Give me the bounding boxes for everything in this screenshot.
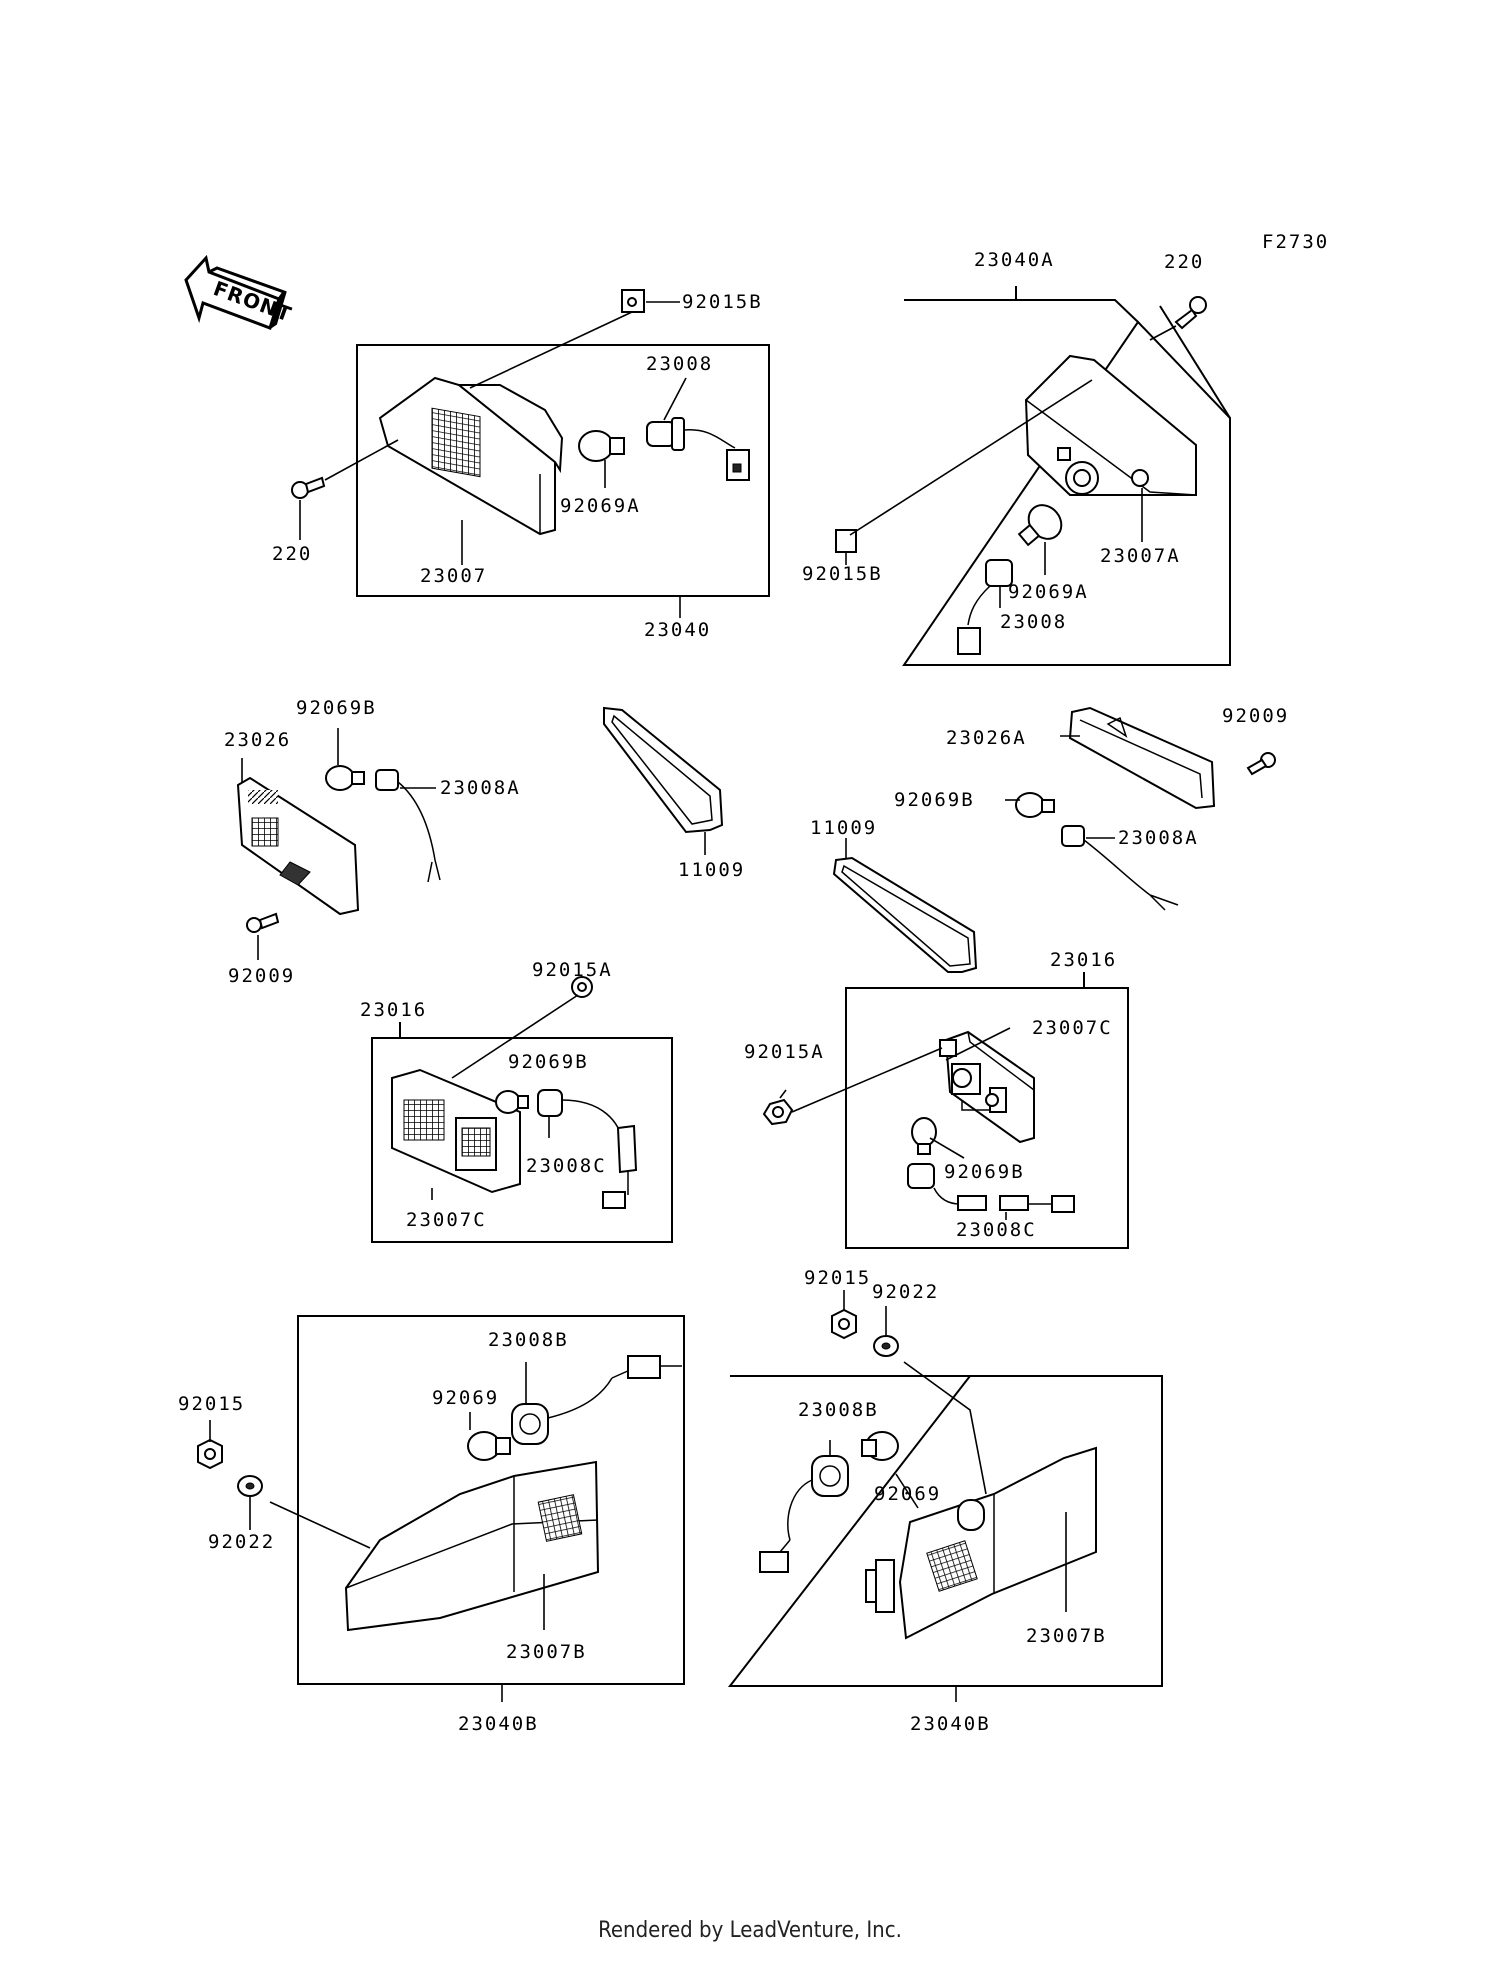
washer-92022-right [873,1335,899,1357]
screw-92009-right [1246,752,1276,776]
callout: 23007C [406,1209,487,1231]
socket-23008b-left [511,1355,682,1445]
callout: 92015 [804,1267,871,1289]
callout: 23040A [974,249,1055,271]
front-arrow-icon: FRONT [184,254,295,330]
group-box [356,344,770,597]
socket-23008c-left [537,1089,638,1209]
assembly-23040 [291,289,770,618]
group-box [371,1037,673,1243]
socket-23008a-left [375,769,441,883]
bulb-92069a [578,430,625,462]
callout: 220 [272,543,312,565]
callout: 23008B [488,1329,569,1351]
callout: 23007A [1100,545,1181,567]
callout: 23040 [644,619,711,641]
assembly-23016-left [371,976,673,1243]
callout: 92069 [874,1483,941,1505]
callout: 23008B [798,1399,879,1421]
clip-92015b [621,289,645,313]
bulb-92069-right [861,1431,899,1461]
callout: 23008 [646,353,713,375]
callout: 23007 [420,565,487,587]
bulb-92069b-right [1015,792,1055,818]
callout: 92069B [894,789,975,811]
group-box [845,987,1129,1249]
lamp-housing-23007b-right [898,1446,1097,1640]
callout: 92015A [744,1041,825,1063]
callout: 92009 [228,965,295,987]
nut-92015-right [831,1308,857,1340]
assembly-23040b-left [197,1315,685,1702]
callout: 23016 [360,999,427,1021]
assembly-23040b-right [727,1290,1163,1702]
screw-220-right [1174,296,1207,330]
figure-code: F2730 [1262,231,1329,253]
callout: 23026A [946,727,1027,749]
socket-23008a-right [1061,825,1179,911]
callout: 92015 [178,1393,245,1415]
nut-92015-left [197,1438,223,1470]
callout: 92069B [508,1051,589,1073]
callout: 23016 [1050,949,1117,971]
bulb-92069b-left [325,765,365,791]
gasket-11009-center [603,706,724,855]
callout: 92015A [532,959,613,981]
group-box [297,1315,685,1685]
reflector-23026 [236,728,441,960]
socket-23008c-right [907,1163,1075,1213]
callout: 23008A [1118,827,1199,849]
footer-credit: Rendered by LeadVenture, Inc. [598,1918,902,1943]
reflector-23026a [1005,706,1276,911]
callout: 11009 [678,859,745,881]
nut-92015a-left [571,976,593,998]
nut-92015a-right [762,1098,794,1126]
lamp-housing-23007a [1024,354,1197,496]
washer-92022-left [237,1475,263,1497]
callout: 23008 [1000,611,1067,633]
callout: 23008C [956,1219,1037,1241]
callout: 92069B [296,697,377,719]
socket-23008 [646,417,750,481]
callout: 23026 [224,729,291,751]
callout: 92069B [944,1161,1025,1183]
bulb-92069-left [467,1431,511,1461]
assembly-23016-right [762,972,1129,1249]
assembly-23040a [835,286,1231,666]
callout: 92022 [872,1281,939,1303]
bulb-92069b-mid [495,1090,529,1114]
callout: 23040B [458,1713,539,1735]
socket-23008-right [957,559,1013,655]
callout: 92009 [1222,705,1289,727]
callout: 92015B [682,291,763,313]
lamp-housing-23007b [344,1460,600,1632]
callout: 23008A [440,777,521,799]
bulb-92069b-right-lower [911,1117,937,1155]
bulb-92069a-right [1017,504,1063,547]
callout-labels: 92015B 23008 92069A 220 23007 23040 2304… [178,249,1289,1735]
group-box [902,299,1231,666]
callout: 92015B [802,563,883,585]
callout: 220 [1164,251,1204,273]
group-box [727,1375,1163,1687]
screw-92009-left [246,912,280,933]
callout: 23007C [1032,1017,1113,1039]
callout: 92069A [1008,581,1089,603]
callout: 92022 [208,1531,275,1553]
callout: 23040B [910,1713,991,1735]
callout: 23007B [506,1641,587,1663]
callout: 23008C [526,1155,607,1177]
socket-23008b-right [759,1455,849,1573]
gasket-11009-right [832,838,978,973]
screw-220 [291,476,326,499]
callout: 92069 [432,1387,499,1409]
callout: 11009 [810,817,877,839]
callout: 92069A [560,495,641,517]
callout: 23007B [1026,1625,1107,1647]
